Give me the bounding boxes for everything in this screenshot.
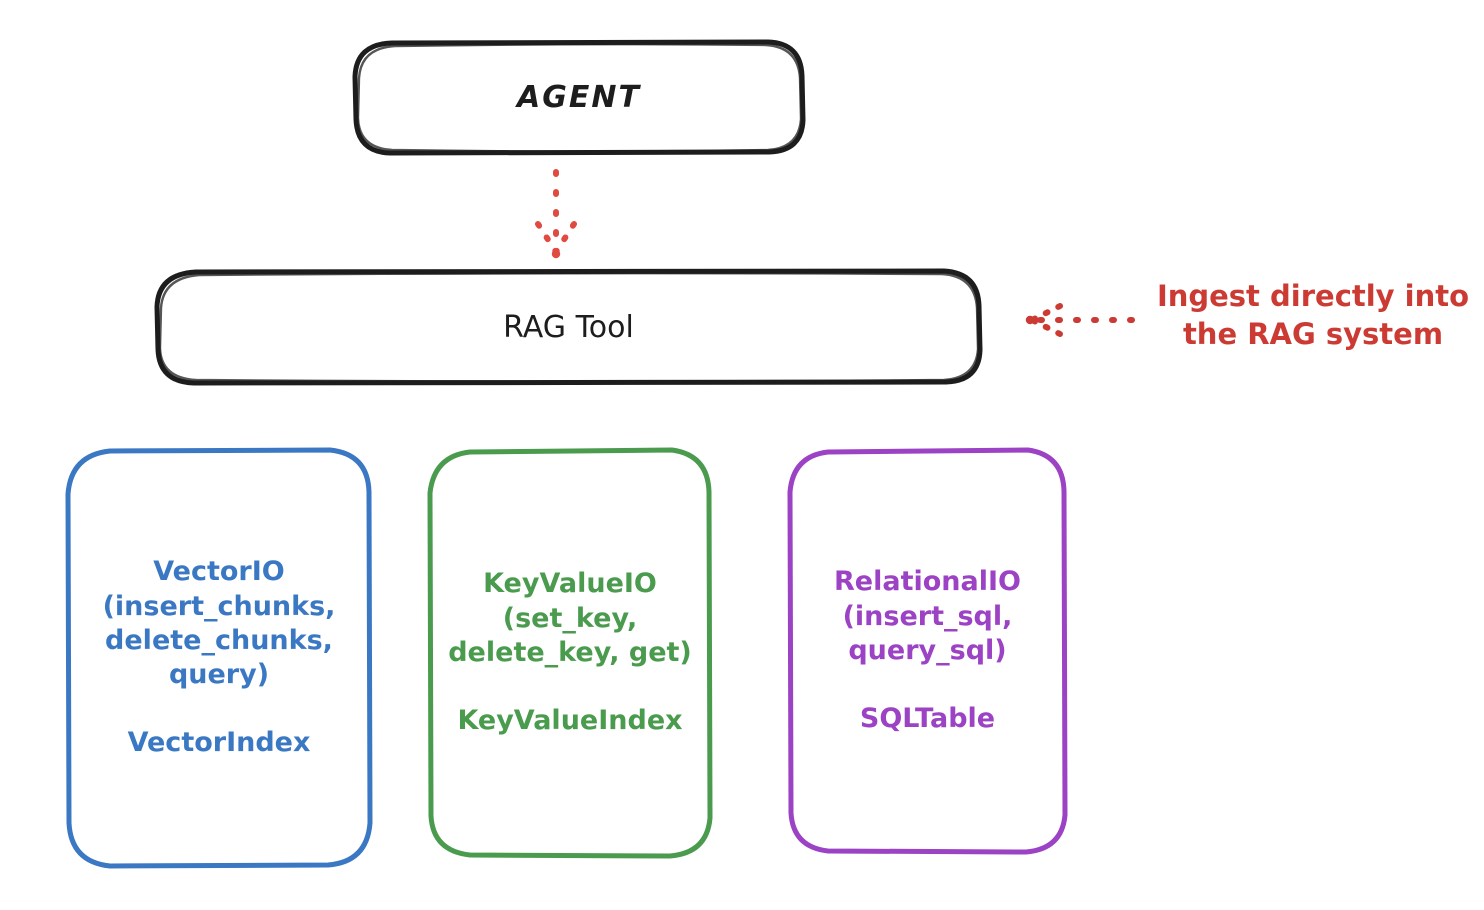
vector-io-node[interactable]: VectorIO (insert_chunks, delete_chunks, … bbox=[68, 450, 370, 866]
agent-to-rag-connector bbox=[535, 169, 577, 259]
vector-io-api-label: VectorIO (insert_chunks, delete_chunks, … bbox=[102, 556, 336, 691]
agent-node-label: AGENT bbox=[517, 80, 641, 115]
relational-io-node[interactable]: RelationalIO (insert_sql, query_sql) SQL… bbox=[790, 450, 1065, 852]
ingest-connector-arrow bbox=[1025, 303, 1135, 337]
rag-tool-node-label: RAG Tool bbox=[503, 309, 634, 345]
vector-index-label: VectorIndex bbox=[127, 727, 311, 759]
key-value-io-node[interactable]: KeyValueIO (set_key, delete_key, get) Ke… bbox=[430, 450, 710, 856]
key-value-index-label: KeyValueIndex bbox=[457, 705, 683, 737]
ingest-annotation-text: Ingest directly into the RAG system bbox=[1156, 279, 1470, 351]
sql-table-label: SQLTable bbox=[859, 703, 996, 735]
key-value-io-api-label: KeyValueIO (set_key, delete_key, get) bbox=[448, 568, 692, 668]
relational-io-api-label: RelationalIO (insert_sql, query_sql) bbox=[834, 566, 1021, 666]
